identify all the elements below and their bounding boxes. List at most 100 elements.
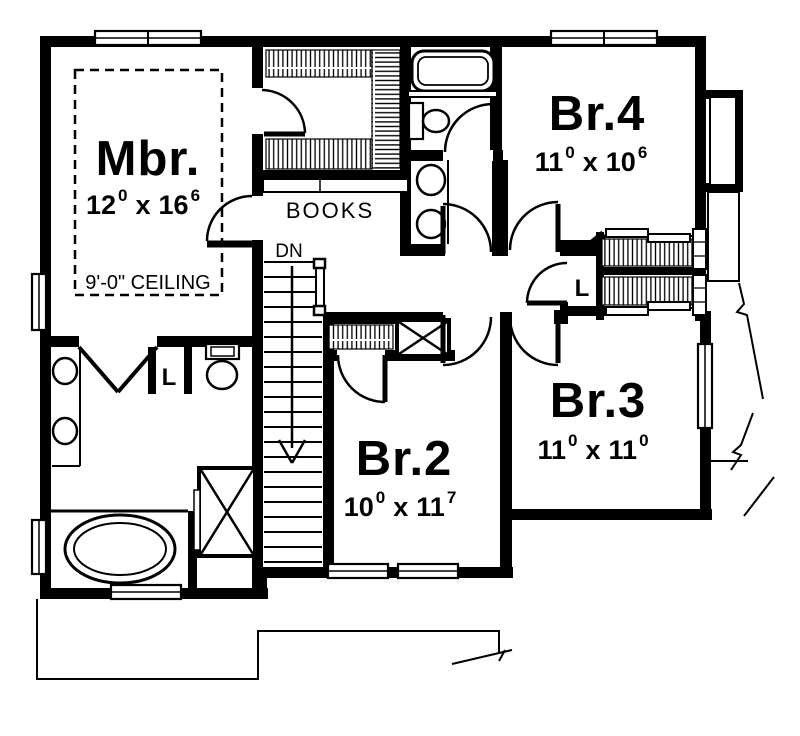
dim-value: 11 — [416, 492, 445, 522]
wall-bath-west — [400, 47, 411, 250]
bookshelf — [262, 178, 409, 193]
roofline-break-bottom — [451, 649, 513, 665]
wall-br2-west — [323, 312, 334, 568]
sink-master-2 — [51, 416, 79, 446]
bathtub-hall-inner — [417, 56, 489, 86]
door-hall-linen-swing — [525, 261, 568, 304]
room-label-mbr: Mbr. — [96, 132, 201, 186]
roofline-bottom — [36, 599, 500, 680]
wall-hall-north-stub — [492, 160, 508, 256]
doors — [77, 88, 568, 404]
wall-closet-south — [262, 170, 410, 181]
stairs-down-label: DN — [275, 241, 302, 262]
linen-label-hall: L — [575, 275, 590, 302]
opening-mbath-double — [79, 336, 157, 347]
wall-br2-closet-south — [323, 350, 455, 361]
fixtures — [51, 49, 498, 585]
shower-x-2 — [199, 469, 255, 555]
window-br3-right — [696, 342, 714, 430]
ceiling-outline-mbr — [73, 68, 224, 297]
dim-sup: 0 — [639, 431, 648, 450]
window-br2-bottom-1 — [326, 562, 390, 580]
closet-hatching — [265, 49, 695, 350]
walkin-rod-top — [265, 49, 373, 78]
opening-walkin-closet — [252, 88, 263, 134]
door-bath-compartment-swing — [443, 102, 494, 153]
dim-value: 11 — [537, 435, 566, 465]
stair-arrowhead-left — [277, 439, 294, 464]
roofline-break-kink — [498, 649, 506, 662]
roof-cut-br3-upper — [730, 412, 754, 471]
chase-x-2 — [398, 320, 448, 356]
shower-door-glass — [193, 489, 201, 551]
sink-master-1 — [51, 356, 79, 386]
door-mbath-double-left — [77, 345, 120, 394]
roofline-right-box — [707, 191, 740, 282]
walkin-rod-bottom — [265, 138, 373, 170]
door-mbath-double-right — [116, 345, 159, 394]
toilet-master-tank-inner — [210, 346, 235, 357]
wall-br2-br3-divider — [500, 312, 512, 509]
sliding-door-br3-closet-2 — [647, 301, 691, 311]
dim-separator: x — [135, 190, 150, 220]
window-mbr-top — [93, 29, 203, 47]
dim-sup: 6 — [638, 143, 647, 162]
dim-sup: 0 — [118, 186, 127, 205]
stair-arrowhead-right — [290, 439, 307, 464]
room-label-br2: Br.2 — [356, 432, 453, 486]
room-label-br4: Br.4 — [549, 87, 646, 141]
br3-closet-rod — [601, 276, 693, 306]
walkin-rod-right — [371, 49, 401, 169]
window-closet-right-1 — [692, 228, 707, 270]
sliding-door-br4-closet-1 — [605, 228, 649, 238]
dim-value: 16 — [159, 190, 189, 220]
wall-mlinen-west — [148, 344, 156, 394]
sink-hall-1 — [415, 163, 447, 197]
wall-exterior-bottom-br3 — [500, 509, 712, 520]
dim-value: 10 — [344, 492, 374, 522]
dim-value: 11 — [535, 147, 564, 177]
window-bay-br4 — [709, 96, 737, 186]
windows — [30, 29, 737, 601]
wall-mlinen-east — [184, 344, 192, 394]
dim-sup: 0 — [565, 143, 574, 162]
dim-sup: 6 — [191, 186, 200, 205]
handrail-newel-bottom — [312, 304, 327, 317]
br2-closet-rod — [328, 324, 394, 350]
window-mbath-left — [30, 518, 48, 576]
roofline-right-diagonal — [735, 282, 764, 400]
door-br4-swing — [508, 200, 559, 251]
opening-hall-linen — [560, 256, 568, 302]
dim-sup: 0 — [376, 488, 385, 507]
opening-bath-compartment — [443, 150, 493, 161]
door-bath-swing — [442, 202, 493, 253]
dim-value: 12 — [86, 190, 116, 220]
toilet-hall-bowl — [421, 108, 451, 134]
window-br2-bottom-2 — [396, 562, 460, 580]
sliding-door-br3-closet-1 — [605, 306, 649, 316]
door-br3-swing — [508, 316, 559, 367]
wall-closets-west — [596, 232, 604, 320]
dim-sup: 7 — [447, 488, 456, 507]
dim-separator: x — [393, 492, 408, 522]
door-mbr-swing — [205, 194, 253, 242]
wall-bath-south — [400, 244, 445, 256]
roof-cut-br3-lower — [743, 476, 775, 517]
toilet-hall-tank — [407, 101, 425, 141]
room-label-br3: Br.3 — [550, 374, 647, 428]
dim-separator: x — [585, 435, 600, 465]
books-label: BOOKS — [286, 198, 374, 223]
wall-exterior-right-upper — [695, 36, 706, 321]
staircase — [264, 257, 327, 563]
window-br4-top — [549, 29, 659, 47]
wall-mbr-east-stairs-west — [252, 47, 263, 599]
door-br2-closet-swing — [336, 354, 386, 404]
wall-closets-divider — [598, 267, 695, 275]
wall-bay-bottom — [706, 183, 743, 192]
window-mbr-left — [30, 272, 48, 332]
